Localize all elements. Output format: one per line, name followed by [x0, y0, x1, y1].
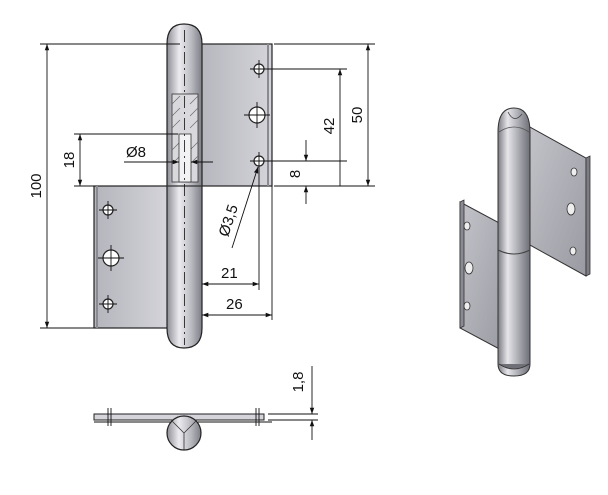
isometric-view [459, 107, 591, 377]
hole-small-icon [99, 201, 117, 219]
dim-hole-edge: 8 [287, 170, 304, 178]
dim-thickness: 1,8 [290, 372, 307, 393]
dim-leaf-width: 26 [226, 296, 243, 313]
dim-hole-diameter: Ø3,5 [216, 203, 242, 239]
hole-small-icon [250, 60, 268, 78]
iso-knuckle [497, 107, 531, 377]
dim-hole-span: 42 [321, 118, 338, 135]
upper-leaf-holes [244, 60, 270, 170]
dim-leaf-height: 50 [349, 107, 366, 124]
dim-overall-height: 100 [28, 173, 45, 198]
hole-large-icon [244, 102, 270, 128]
pin [178, 133, 192, 183]
dim-pin-diameter: Ø8 [126, 144, 146, 161]
dimension-lines [40, 43, 375, 329]
top-view [93, 366, 318, 451]
hole-small-icon [250, 152, 268, 170]
dimension-labels: 100 18 Ø8 42 50 8 Ø3,5 21 26 1,8 [28, 107, 366, 393]
front-view [93, 23, 273, 349]
hole-small-icon [99, 295, 117, 313]
dim-hole-offset: 21 [221, 265, 238, 282]
lower-leaf-holes [98, 201, 124, 313]
dim-lower-offset: 18 [61, 152, 78, 169]
hole-large-icon [98, 245, 124, 271]
iso-upper-leaf [527, 125, 587, 277]
